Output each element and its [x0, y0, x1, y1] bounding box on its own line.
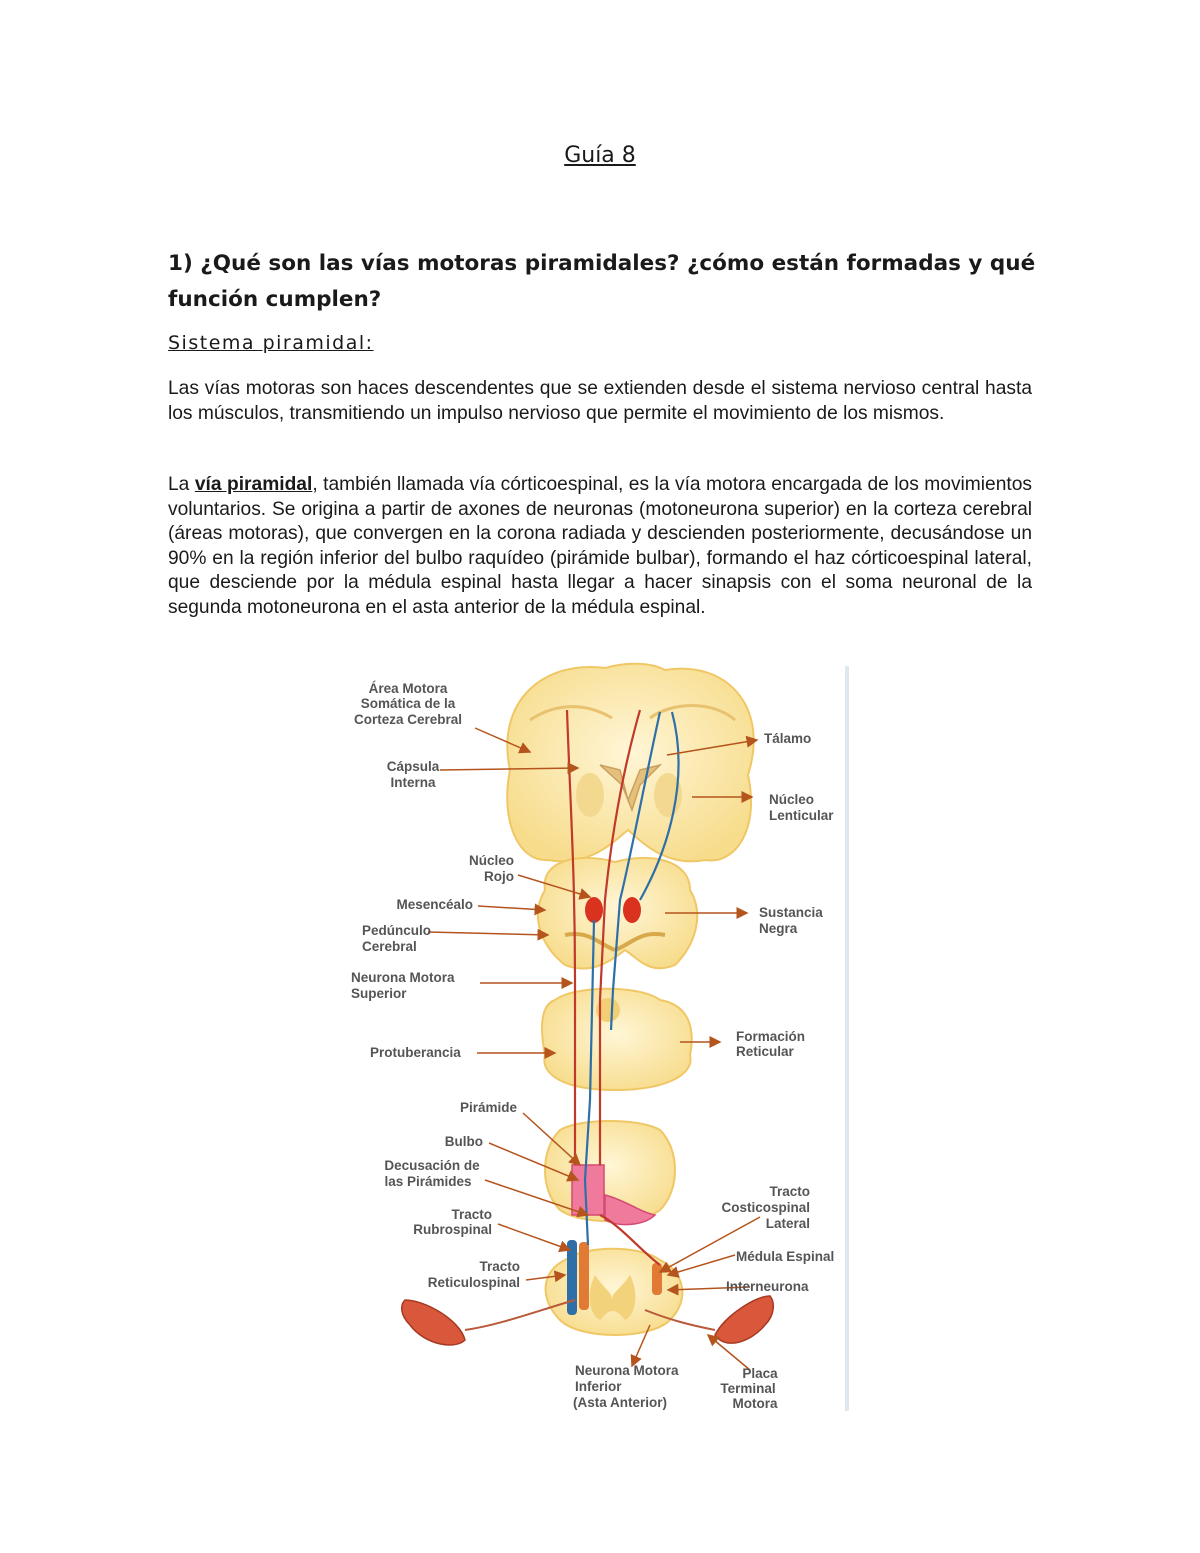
label-arrows: [427, 727, 761, 1371]
paragraph-via-piramidal: La vía piramidal, también llamada vía có…: [168, 473, 1032, 620]
via-piramidal-term: vía piramidal: [194, 474, 313, 495]
label-talamo: Tálamo: [764, 731, 811, 746]
paragraph-rest: , también llamada vía córticoespinal, es…: [168, 474, 1032, 618]
page-title: Guía 8: [564, 143, 636, 168]
section-subheading: Sistema piramidal:: [168, 332, 374, 354]
nucleo-rojo-right: [623, 897, 641, 923]
paragraph-vias-motoras: Las vías motoras son haces descendentes …: [168, 378, 1032, 424]
midbrain-section: [536, 856, 699, 970]
reticulospinal-column: [567, 1240, 577, 1315]
nucleo-rojo-left: [585, 897, 603, 923]
muscle-right: [644, 1295, 775, 1344]
pyramid: [571, 1164, 605, 1216]
paragraph-start: La: [168, 474, 195, 495]
spinal-cord-section: [544, 1240, 684, 1336]
question-heading: 1) ¿Qué son las vías motoras piramidales…: [168, 251, 1036, 312]
brain-coronal-section: [506, 662, 755, 863]
label-medula-espinal: Médula Espinal: [736, 1249, 834, 1264]
muscle-left: [400, 1299, 576, 1346]
medulla-section: [544, 1120, 676, 1226]
figure-edge-line: [845, 666, 849, 1411]
label-mesencefalo: Mesencéalo: [396, 897, 473, 912]
label-piramide: Pirámide: [460, 1100, 518, 1115]
label-protuberancia: Protuberancia: [370, 1045, 461, 1060]
label-bulbo: Bulbo: [445, 1134, 483, 1149]
label-interneurona: Interneurona: [726, 1279, 809, 1294]
pons-section: [541, 987, 693, 1092]
